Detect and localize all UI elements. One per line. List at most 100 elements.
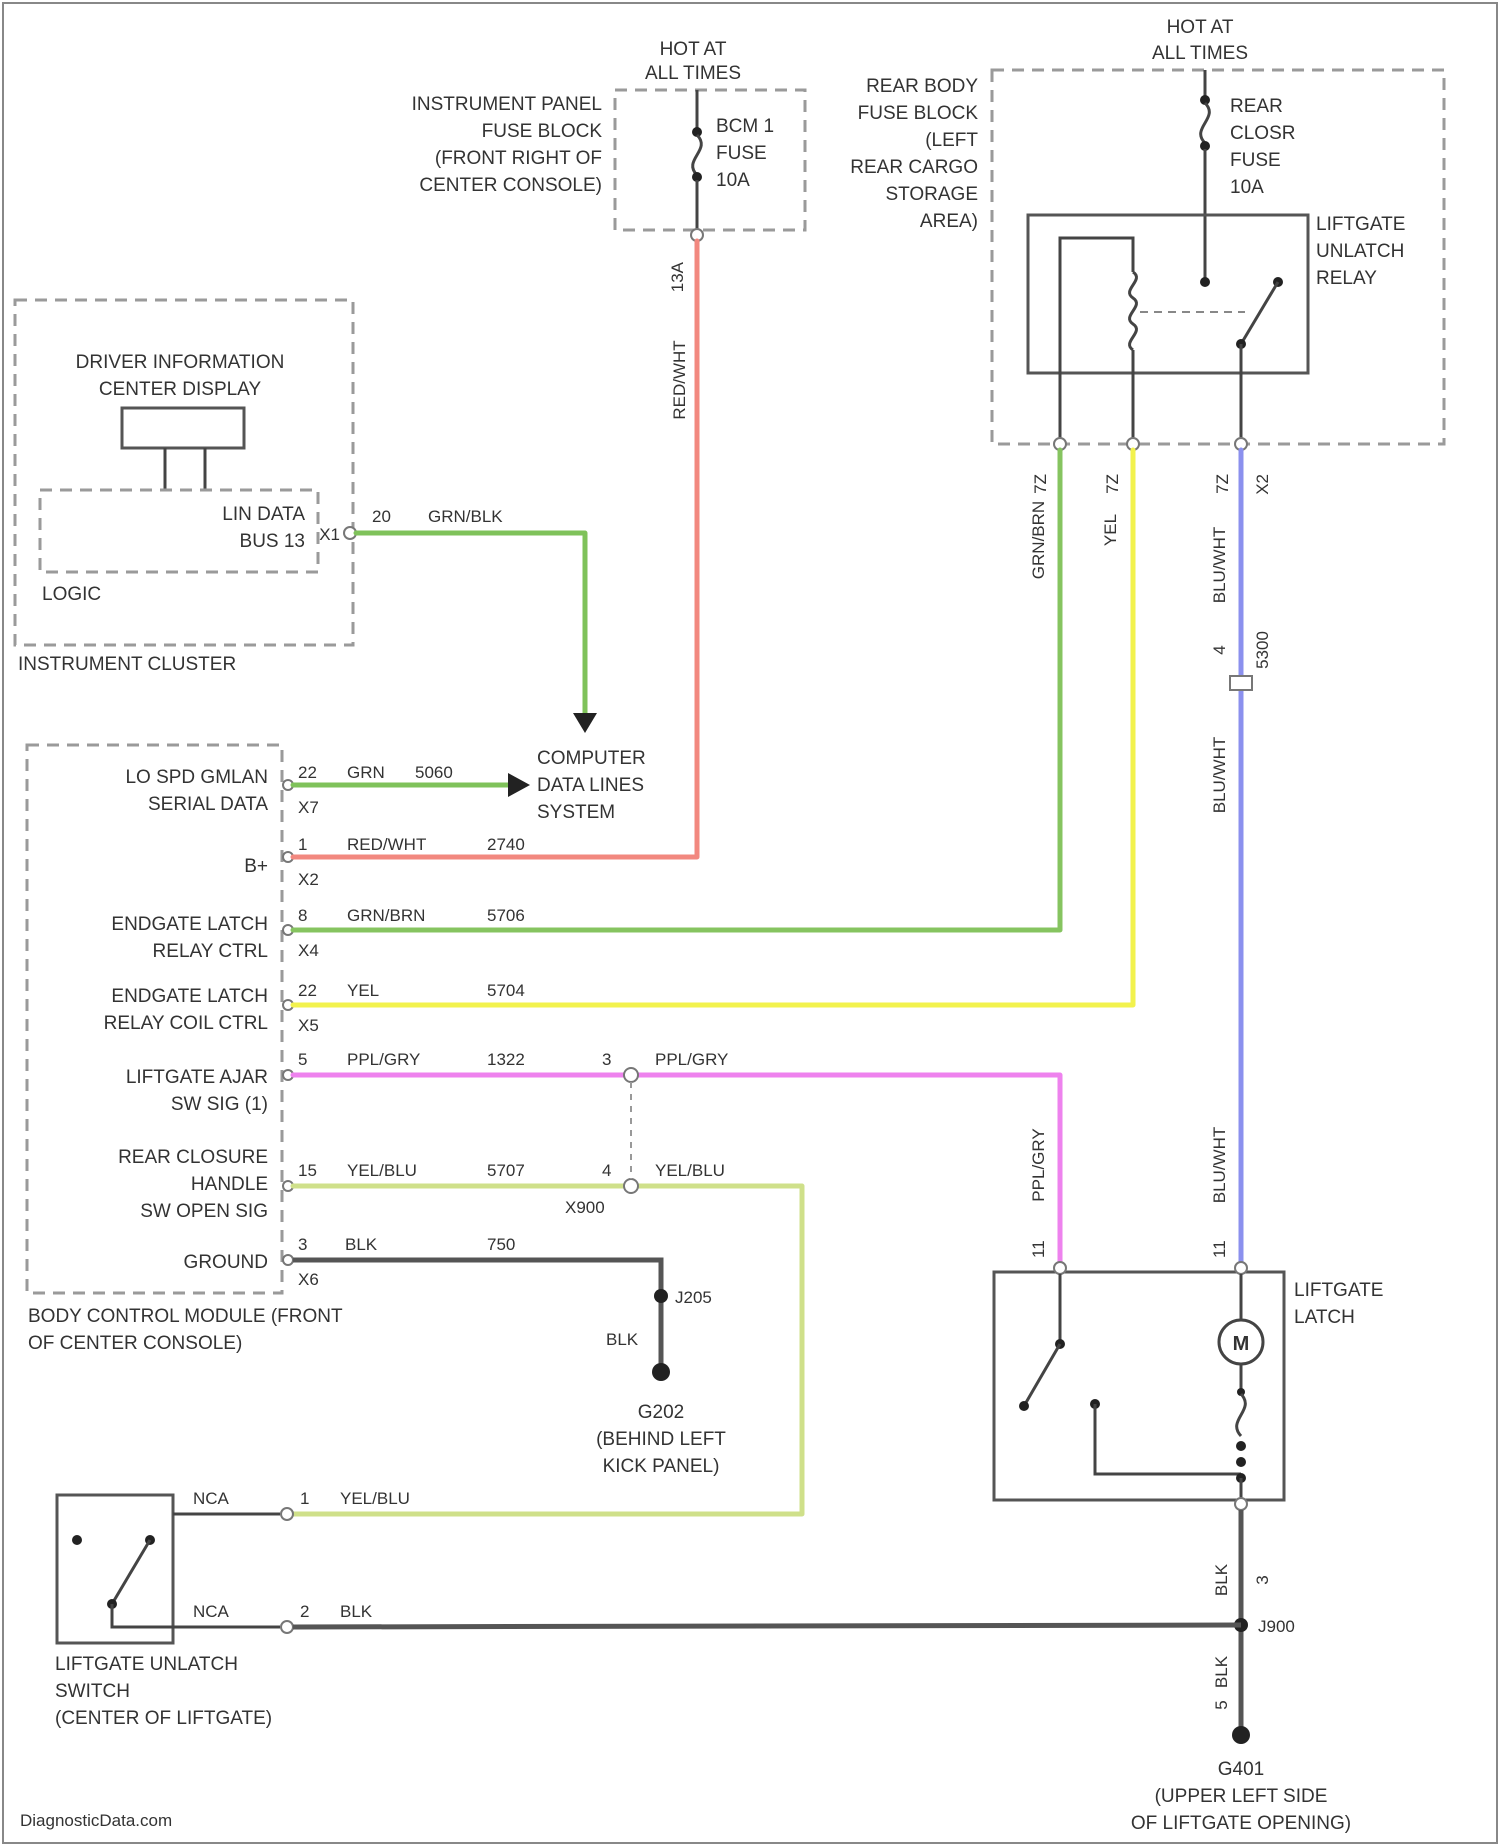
nca-label-1: NCA: [193, 1489, 230, 1508]
bcm-label-2: OF CENTER CONSOLE): [28, 1333, 242, 1354]
g401-label-3: OF LIFTGATE OPENING): [1131, 1813, 1351, 1834]
bcm-label-1: BODY CONTROL MODULE (FRONT: [28, 1306, 343, 1327]
unlatch-pin2: 2: [300, 1602, 309, 1621]
cdl-label-3: SYSTEM: [537, 802, 615, 823]
rear-closr-fuse-icon: [1201, 103, 1210, 143]
bcm-row0-pin: 22: [298, 763, 317, 782]
grn-blk-label: GRN/BLK: [428, 507, 503, 526]
g202-label-3: KICK PANEL): [603, 1456, 720, 1477]
unlatch-label-2: SWITCH: [55, 1681, 130, 1702]
bcm-row2-circuit: 5706: [487, 906, 525, 925]
rfuse-label-4: 10A: [1230, 177, 1264, 198]
cdl-label-1: COMPUTER: [537, 748, 646, 769]
unlatch-switch-contact-top: [72, 1535, 82, 1545]
rfuse-label-2: CLOSR: [1230, 123, 1295, 144]
motor-label: M: [1233, 1333, 1250, 1355]
bcm-row3-label-1: ENDGATE LATCH: [111, 986, 268, 1007]
bcm-row0-label-1: LO SPD GMLAN: [125, 767, 268, 788]
unlatch-switch-blade: [112, 1540, 150, 1604]
lin-label-1: LIN DATA: [222, 504, 305, 525]
ipfb-label-3: (FRONT RIGHT OF: [435, 148, 602, 169]
bcm-row0-color: GRN: [347, 763, 385, 782]
ground-g202: J205 BLK G202 (BEHIND LEFT KICK PANEL): [293, 1260, 726, 1477]
bcm-row2-conn: X4: [298, 941, 319, 960]
g202-label-2: (BEHIND LEFT: [596, 1429, 726, 1450]
bcm-row1-conn: X2: [298, 870, 319, 889]
latch-gnd-color: BLK: [1212, 1563, 1231, 1596]
g401-wire-pin: 5: [1212, 1700, 1231, 1709]
unlatch-ground-wire: [293, 1625, 1241, 1627]
cluster-pin: 20: [372, 507, 391, 526]
relay-pin-4: X2: [1253, 474, 1272, 495]
bcm-row1-label-1: B+: [244, 856, 268, 877]
ipfb-label-2: FUSE BLOCK: [482, 121, 603, 142]
ppl-gry-vertical-label: PPL/GRY: [1029, 1128, 1048, 1201]
latch-pin-left-label: 11: [1029, 1240, 1048, 1258]
g202-ground-symbol: [652, 1363, 670, 1381]
bcm-row2-label-2: RELAY CTRL: [153, 941, 268, 962]
bcm-row5-label-2: HANDLE: [191, 1174, 268, 1195]
bcm-row0-circuit: 5060: [415, 763, 453, 782]
latch-pin-right-label: 11: [1210, 1240, 1229, 1258]
relay-pin-3: 7Z: [1213, 474, 1232, 494]
rfb-label-5: STORAGE: [885, 184, 978, 205]
cluster-label: INSTRUMENT CLUSTER: [18, 654, 236, 675]
liftgate-unlatch-switch: NCA NCA 1 2 YEL/BLU BLK LIFTGATE UNLATCH…: [55, 1489, 1241, 1729]
cdl-label-2: DATA LINES: [537, 775, 644, 796]
bcm-row3-label-2: RELAY COIL CTRL: [104, 1013, 268, 1034]
x900-yel-blu: YEL/BLU: [655, 1161, 725, 1180]
dic-label-1: DRIVER INFORMATION: [76, 352, 285, 373]
bcm-row3-pin: 22: [298, 981, 317, 1000]
x900-ppl-gry: PPL/GRY: [655, 1050, 728, 1069]
ipfb-pin: 13A: [668, 261, 687, 292]
bcm-row2-pin: 8: [298, 906, 307, 925]
rfb-label-6: AREA): [920, 211, 978, 232]
rfuse-label-1: REAR: [1230, 96, 1283, 117]
ajar-switch-return: [1095, 1404, 1241, 1474]
rfb-label-3: (LEFT: [925, 130, 978, 151]
bcm-row6-label-1: GROUND: [184, 1252, 268, 1273]
rfuse-label-3: FUSE: [1230, 150, 1281, 171]
ip-fuse-block: HOT AT ALL TIMES INSTRUMENT PANEL FUSE B…: [412, 39, 805, 420]
blu-wht-inline-connector: [1230, 676, 1252, 690]
blu-wht-mid-label: BLU/WHT: [1210, 737, 1229, 814]
latch-gnd-pin: 3: [1253, 1575, 1272, 1584]
unlatch-pin1: 1: [300, 1489, 309, 1508]
latch-node-1: [1236, 1441, 1246, 1451]
body-control-module: BODY CONTROL MODULE (FRONT OF CENTER CON…: [27, 745, 525, 1354]
j900-label: J900: [1258, 1617, 1295, 1636]
rear-body-fuse-block: HOT AT ALL TIMES REAR BODY FUSE BLOCK (L…: [850, 17, 1444, 495]
unlatch-switch-lower-lead: [112, 1604, 173, 1627]
unlatch-pin1-connector: [281, 1508, 293, 1520]
ipfb-label-1: INSTRUMENT PANEL: [412, 94, 602, 115]
relay-label-2: UNLATCH: [1316, 241, 1404, 262]
bcm-row6-conn: X6: [298, 1270, 319, 1289]
g401-wire-color: BLK: [1212, 1655, 1231, 1688]
unlatch-label-3: (CENTER OF LIFTGATE): [55, 1708, 272, 1729]
bcm-row3-conn: X5: [298, 1016, 319, 1035]
relay-coil-icon: [1130, 272, 1137, 350]
bcm-row4-label-2: SW SIG (1): [171, 1094, 268, 1115]
unlatch-color2: BLK: [340, 1602, 373, 1621]
relay-pin-1: 7Z: [1031, 474, 1050, 494]
arrow-to-cdl-2: [508, 773, 530, 797]
relay-common-terminal: [1200, 277, 1210, 287]
bcm-row3-circuit: 5704: [487, 981, 525, 1000]
fuse-label-1: BCM 1: [716, 116, 774, 137]
j205-label: J205: [675, 1288, 712, 1307]
latch-ground-connector: [1235, 1498, 1247, 1510]
latch-coil-icon: [1237, 1394, 1246, 1436]
bcm-row2-label-1: ENDGATE LATCH: [111, 914, 268, 935]
bcm-row4-label-1: LIFTGATE AJAR: [126, 1067, 268, 1088]
bcm-pin-conn-6: [283, 1255, 293, 1265]
x900-pin4-connector: [624, 1179, 638, 1193]
bcm-row6-circuit: 750: [487, 1235, 515, 1254]
bcm-row5-label-3: SW OPEN SIG: [140, 1201, 268, 1222]
circuit-5300: 5300: [1253, 631, 1272, 669]
blu-wht-upper-label: BLU/WHT: [1210, 527, 1229, 604]
x900-pin4: 4: [602, 1161, 611, 1180]
ground-g401: BLK 3 J900 BLK 5 G401 (UPPER LEFT SIDE O…: [1131, 1510, 1351, 1834]
bcm-ground-wire: [293, 1260, 661, 1370]
unlatch-pin2-connector: [281, 1621, 293, 1633]
